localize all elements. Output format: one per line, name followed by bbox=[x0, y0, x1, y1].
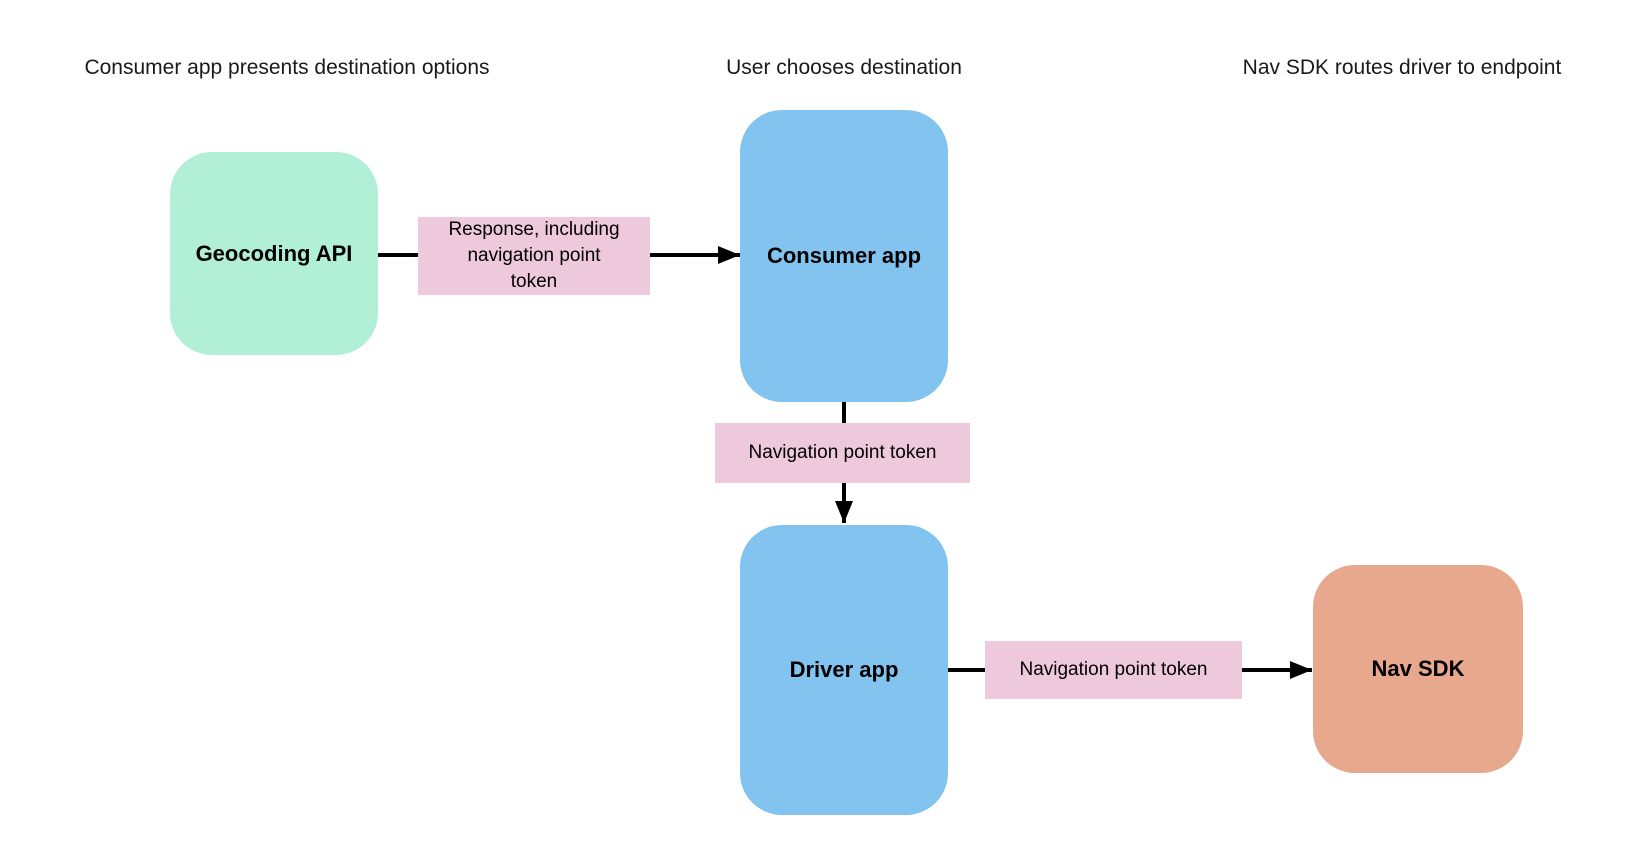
node-geocoding-api: Geocoding API bbox=[170, 152, 378, 355]
edge-label-token-2-text: Navigation point token bbox=[1019, 659, 1208, 680]
lane-title-consumer-presents: Consumer app presents destination option… bbox=[84, 56, 490, 79]
node-nav-sdk-label: Nav SDK bbox=[1371, 656, 1465, 681]
node-consumer-app-label: Consumer app bbox=[766, 243, 922, 268]
node-consumer-app: Consumer app bbox=[740, 110, 948, 402]
edge-label-token-1-text: Navigation point token bbox=[748, 442, 937, 463]
edge-label-response-line-1: Response, including bbox=[448, 219, 620, 240]
node-driver-app: Driver app bbox=[740, 525, 948, 815]
lane-title-navsdk-routes: Nav SDK routes driver to endpoint bbox=[1242, 56, 1562, 79]
edge-label-navigation-point-token-1: Navigation point token bbox=[715, 423, 970, 483]
edge-label-response-line-3: token bbox=[510, 271, 558, 292]
node-driver-app-label: Driver app bbox=[789, 657, 899, 682]
edge-label-response-line-2: navigation point bbox=[467, 245, 601, 266]
edge-label-navigation-point-token-2: Navigation point token bbox=[985, 641, 1242, 699]
edge-label-response-token: Response, including navigation point tok… bbox=[418, 217, 650, 295]
node-geocoding-api-label: Geocoding API bbox=[195, 240, 353, 266]
lane-title-user-chooses: User chooses destination bbox=[726, 56, 962, 79]
node-nav-sdk: Nav SDK bbox=[1313, 565, 1523, 773]
